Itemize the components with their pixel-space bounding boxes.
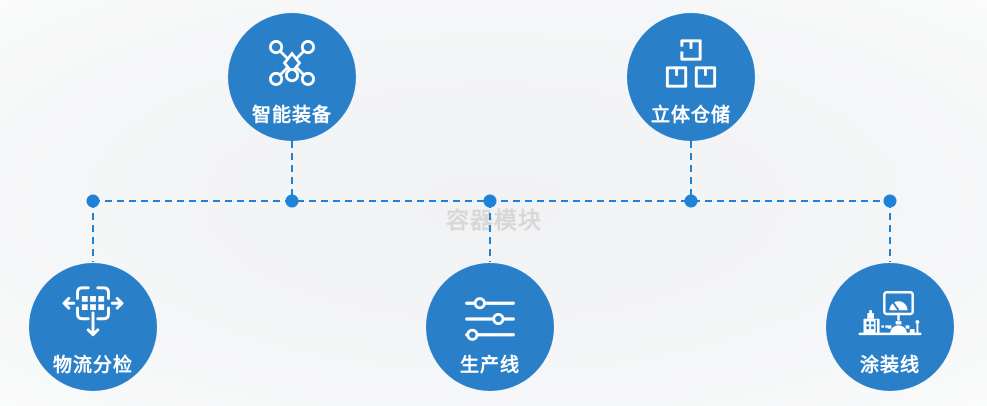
icon-wrap [664, 31, 718, 91]
sliders-icon [465, 297, 515, 341]
node-logistics-sorting[interactable]: 物流分检 [29, 263, 157, 391]
network-nodes-icon [269, 40, 315, 86]
node-production-line[interactable]: 生产线 [426, 263, 554, 391]
node-label: 立体仓储 [650, 105, 731, 126]
node-label: 涂装线 [859, 355, 920, 376]
junction-dot [883, 194, 897, 208]
icon-wrap [262, 31, 322, 91]
node-smart-equipment[interactable]: 智能装备 [228, 13, 356, 141]
node-label: 物流分检 [52, 355, 133, 376]
icon-wrap [464, 281, 516, 341]
sort-dispatch-icon [62, 286, 124, 337]
machine-gauge-icon [858, 291, 922, 336]
stacked-boxes-icon [665, 39, 717, 88]
node-painting-line[interactable]: 涂装线 [826, 263, 954, 391]
node-label: 智能装备 [251, 105, 332, 126]
junction-dot [684, 194, 698, 208]
node-stereo-warehouse[interactable]: 立体仓储 [627, 13, 755, 141]
icon-wrap [855, 281, 925, 341]
junction-dot [483, 194, 497, 208]
icon-wrap [61, 281, 125, 341]
watermark-text: 容器模块 [446, 207, 542, 233]
junction-dot [86, 194, 100, 208]
node-label: 生产线 [459, 355, 520, 376]
junction-dot [285, 194, 299, 208]
